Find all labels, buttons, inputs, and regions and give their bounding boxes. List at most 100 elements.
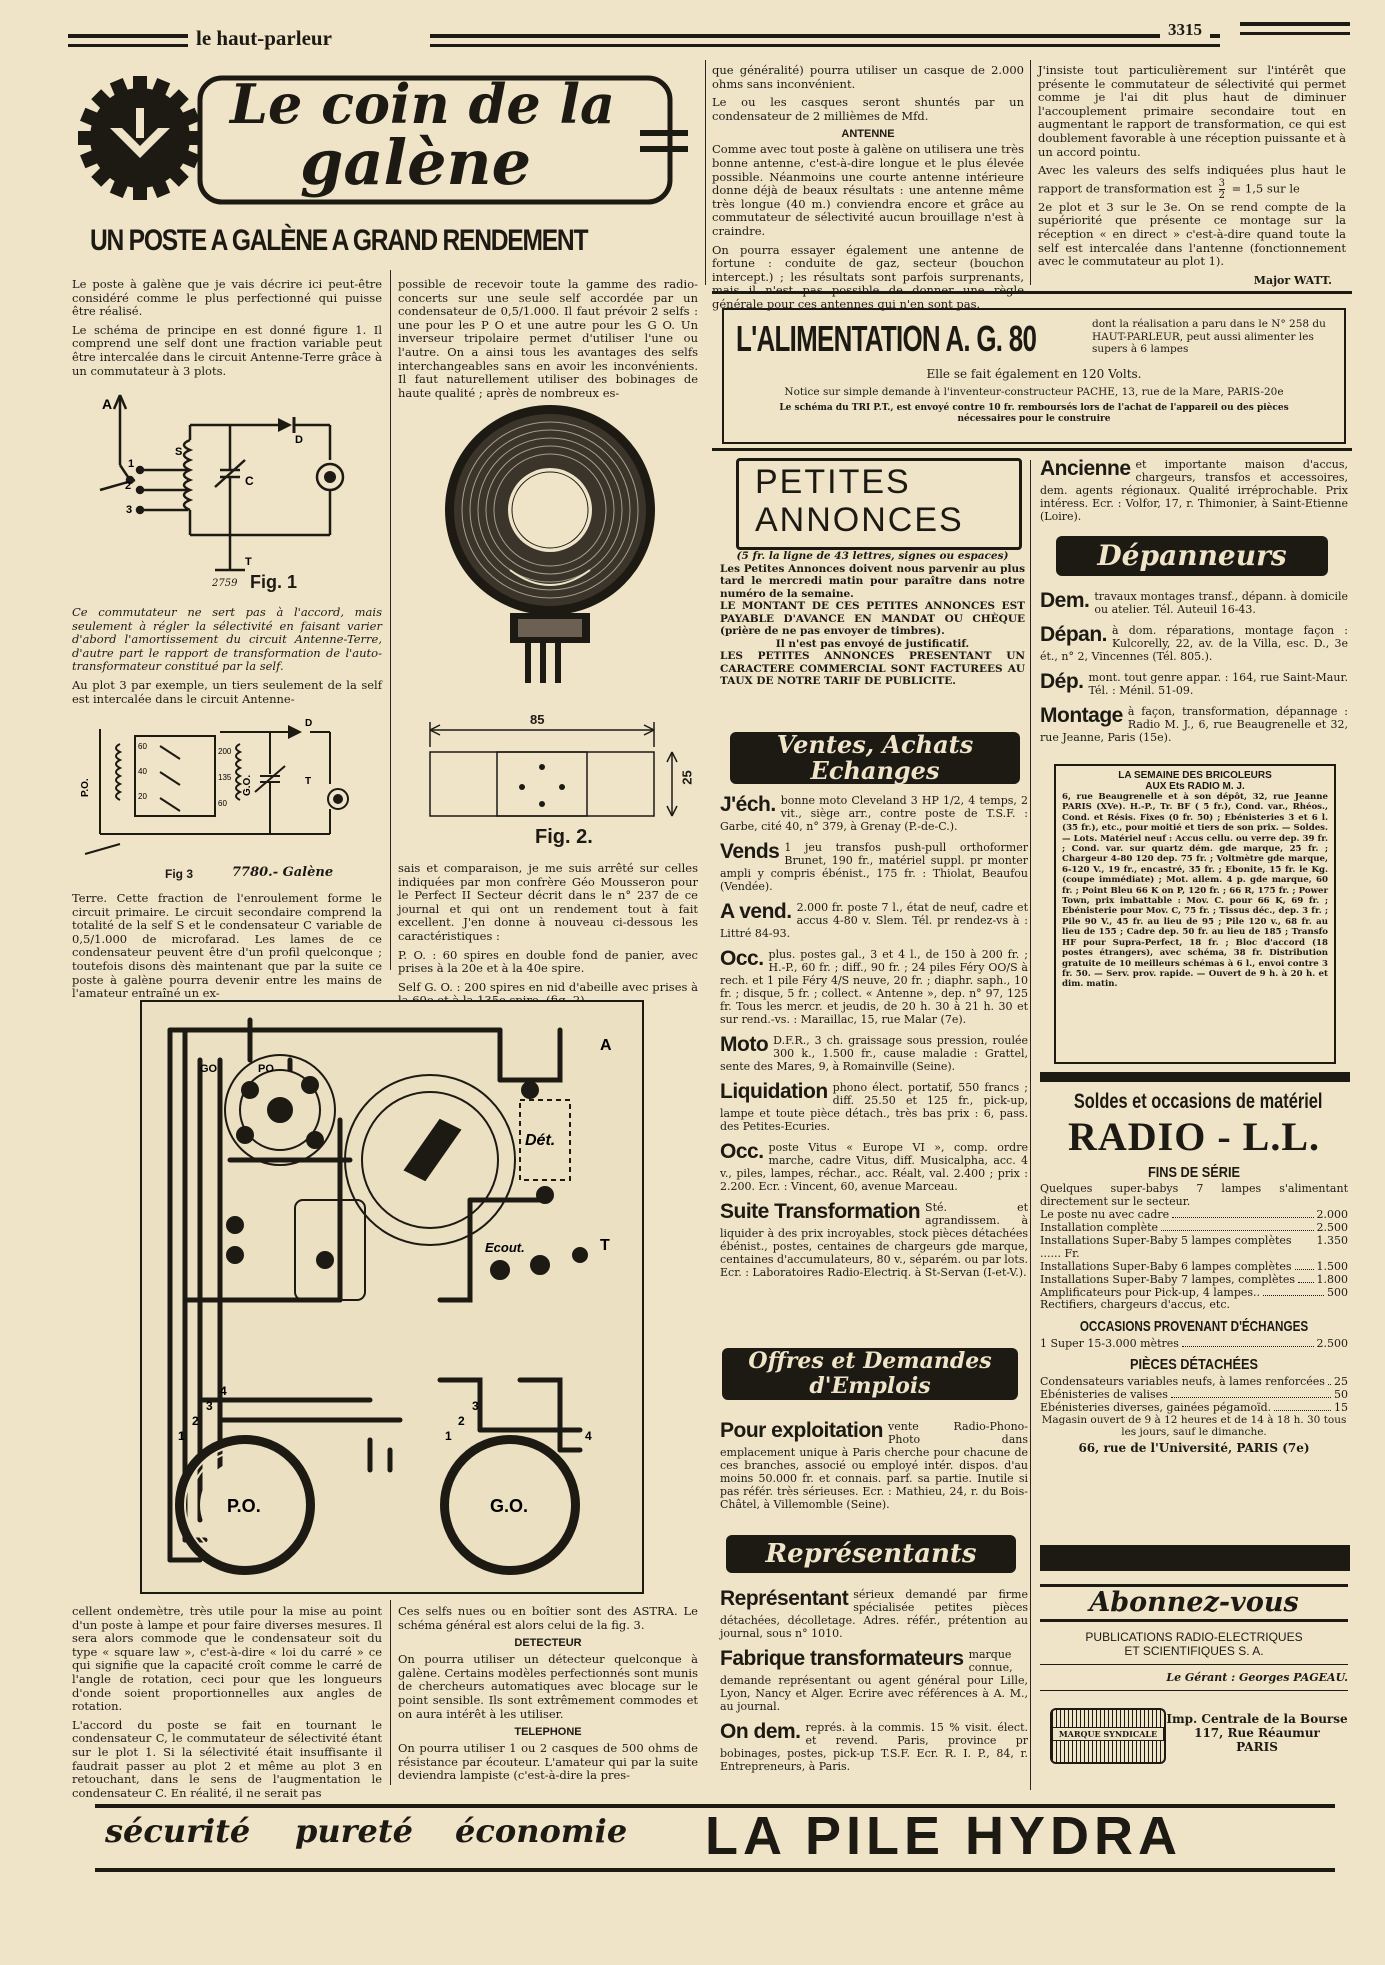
rules-2: LE MONTANT DE CES PETITES ANNONCES EST P… xyxy=(720,600,1025,637)
imprimerie-line3: PARIS xyxy=(1236,1740,1278,1754)
article-col1-bottom: Terre. Cette fraction de l'enroulement f… xyxy=(72,891,382,1006)
svg-text:A: A xyxy=(600,1037,612,1054)
svg-text:1: 1 xyxy=(128,458,134,470)
price-row: Installations Super-Baby 6 lampes complè… xyxy=(1040,1260,1348,1273)
ventes-banner-line1: Ventes, Achats xyxy=(776,730,974,759)
petites-annonces-title2: ANNONCES xyxy=(755,501,964,539)
imprimerie: Imp. Centrale de la Bourse 117, Rue Réau… xyxy=(1166,1712,1348,1754)
bricoleurs-text: 6, rue Beaugrenelle et à son dépôt, 32, … xyxy=(1062,792,1328,990)
svg-text:2: 2 xyxy=(125,480,131,492)
offres-banner: Offres et Demandes d'Emplois xyxy=(722,1348,1018,1400)
article-title: UN POSTE A GALÈNE A GRAND RENDEMENT xyxy=(90,224,588,257)
coin-title-line2: galène xyxy=(300,126,532,199)
radio-ll-brand: RADIO - L.L. xyxy=(1067,1114,1321,1159)
col-separator xyxy=(1030,60,1031,285)
petites-annonces-title1: PETITES xyxy=(755,463,911,501)
svg-text:3: 3 xyxy=(472,1399,479,1413)
journal-name: le haut-parleur xyxy=(196,26,332,50)
radio-ll-address: 66, rue de l'Université, PARIS (7e) xyxy=(1078,1440,1310,1455)
wiring-diagram: A T Dét. Ecout. P.O. G.O. GO PO 1 2 3 4 … xyxy=(167,1017,612,1575)
svg-text:G.O.: G.O. xyxy=(490,1496,528,1516)
svg-text:T: T xyxy=(600,1237,610,1254)
paragraph: P. O. : 60 spires en double fond de pani… xyxy=(398,947,698,976)
slogan-purete: pureté xyxy=(295,1812,413,1850)
fig1-label: A xyxy=(102,396,112,412)
paragraph: On pourra utiliser un détecteur quelconq… xyxy=(398,1652,698,1721)
svg-text:2: 2 xyxy=(458,1414,465,1428)
svg-text:1: 1 xyxy=(445,1429,452,1443)
svg-text:135: 135 xyxy=(218,773,232,782)
svg-text:40: 40 xyxy=(138,767,147,776)
petites-annonces-box: PETITES ANNONCES xyxy=(736,458,1022,550)
pieces-title: PIÈCES DÉTACHÉES xyxy=(1129,1355,1259,1373)
alimentation-title: L'ALIMENTATION A. G. 80 xyxy=(736,318,1037,359)
gerant: Le Gérant : Georges PAGEAU. xyxy=(1166,1671,1348,1684)
list-item: Occ.plus. postes gal., 3 et 4 l., de 150… xyxy=(720,947,1028,1027)
petites-annonces-rules: (5 fr. la ligne de 43 lettres, signes ou… xyxy=(720,550,1025,688)
depanneurs-banner: Dépanneurs xyxy=(1056,536,1328,576)
soldes-title: Soldes et occasions de matériel xyxy=(1073,1090,1323,1113)
svg-text:G.O.: G.O. xyxy=(242,775,253,796)
svg-text:60: 60 xyxy=(138,742,147,751)
article-col1-mid: Ce commutateur ne sert pas à l'accord, m… xyxy=(72,605,382,711)
occasions-title: OCCASIONS PROVENANT D'ÉCHANGES xyxy=(1079,1317,1309,1335)
fig2-dim-height: 25 xyxy=(679,770,695,785)
ventes-banner-line2: Echanges xyxy=(810,756,940,785)
rectifiers: Rectifiers, chargeurs d'accus, etc. xyxy=(1040,1298,1230,1311)
paragraph: Ce commutateur ne sert pas à l'accord, m… xyxy=(72,605,382,674)
svg-text:S: S xyxy=(175,446,182,458)
ventes-banner: Ventes, Achats Echanges xyxy=(730,732,1020,784)
article-col1-top: Le poste à galène que je vais décrire ic… xyxy=(72,277,382,383)
svg-text:4: 4 xyxy=(220,1384,227,1398)
list-item: J'éch.bonne moto Cleveland 3 HP 1/2, 4 t… xyxy=(720,793,1028,834)
price-row: Condensateurs variables neufs, à lames r… xyxy=(1040,1374,1348,1388)
article-bottom-col2: Ces selfs nues ou en boîtier sont des AS… xyxy=(398,1604,698,1788)
bricoleurs-title1: LA SEMAINE DES BRICOLEURS xyxy=(1118,770,1272,781)
paragraph: Le poste à galène que je vais décrire ic… xyxy=(72,277,382,319)
signature: Major WATT. xyxy=(1253,273,1332,287)
representants-banner: Représentants xyxy=(726,1535,1016,1573)
article-col2-top: possible de recevoir toute la gamme des … xyxy=(398,277,698,405)
list-item: Occ.poste Vitus « Europe VI », comp. ord… xyxy=(720,1140,1028,1194)
alimentation-ad: L'ALIMENTATION A. G. 80 dont la réalisat… xyxy=(722,308,1346,444)
slogan-securite: sécurité xyxy=(105,1812,251,1850)
paragraph: Comme avec tout poste à galène on utilis… xyxy=(712,142,1024,238)
gear-icon xyxy=(78,75,688,205)
fig2-caption: Fig. 2. xyxy=(535,826,593,848)
paragraph: Avec les valeurs des selfs indiquées plu… xyxy=(1038,163,1346,201)
depanneurs-banner-label: Dépanneurs xyxy=(1097,539,1287,572)
col-separator xyxy=(390,1600,391,1785)
magasin-hours: Magasin ouvert de 9 à 12 heures et de 14… xyxy=(1041,1413,1347,1439)
rules-4: LES PETITES ANNONCES PRESENTANT UN CARAC… xyxy=(720,650,1025,687)
paragraph: possible de recevoir toute la gamme des … xyxy=(398,277,698,400)
svg-text:T: T xyxy=(245,556,252,568)
list-item: On dem.représ. à la commis. 15 % visit. … xyxy=(720,1720,1028,1774)
fig3-schematic: P.O. G.O. D T 60 40 20 200 135 60 xyxy=(80,718,349,855)
price-row: Ebénisteries diverses, gainées pégamoïd.… xyxy=(1040,1400,1348,1414)
alimentation-line3: Notice sur simple demande à l'inventeur-… xyxy=(784,386,1284,398)
coin-galene-logo: Le coin de la galène xyxy=(70,70,690,210)
abonnez-box: Abonnez-vous PUBLICATIONS RADIO-ELECTRIQ… xyxy=(1040,1584,1348,1697)
svg-text:C: C xyxy=(245,474,254,488)
price-row: Installations Super-Baby 5 lampes complè… xyxy=(1040,1234,1348,1260)
paragraph: J'insiste tout particulièrement sur l'in… xyxy=(1038,63,1346,159)
svg-text:60: 60 xyxy=(218,799,227,808)
fig3-number: 7780.- Galène xyxy=(232,865,334,880)
svg-text:D: D xyxy=(295,434,303,446)
fig2-coil-drawing xyxy=(445,405,655,683)
alimentation-line4: Le schéma du TRI P.T., est envoyé contre… xyxy=(779,403,1289,424)
svg-text:D: D xyxy=(305,718,312,729)
representants-banner-label: Représentants xyxy=(765,1539,977,1569)
article-col4: J'insiste tout particulièrement sur l'in… xyxy=(1038,63,1346,287)
section-heading: TELEPHONE xyxy=(514,1726,582,1739)
